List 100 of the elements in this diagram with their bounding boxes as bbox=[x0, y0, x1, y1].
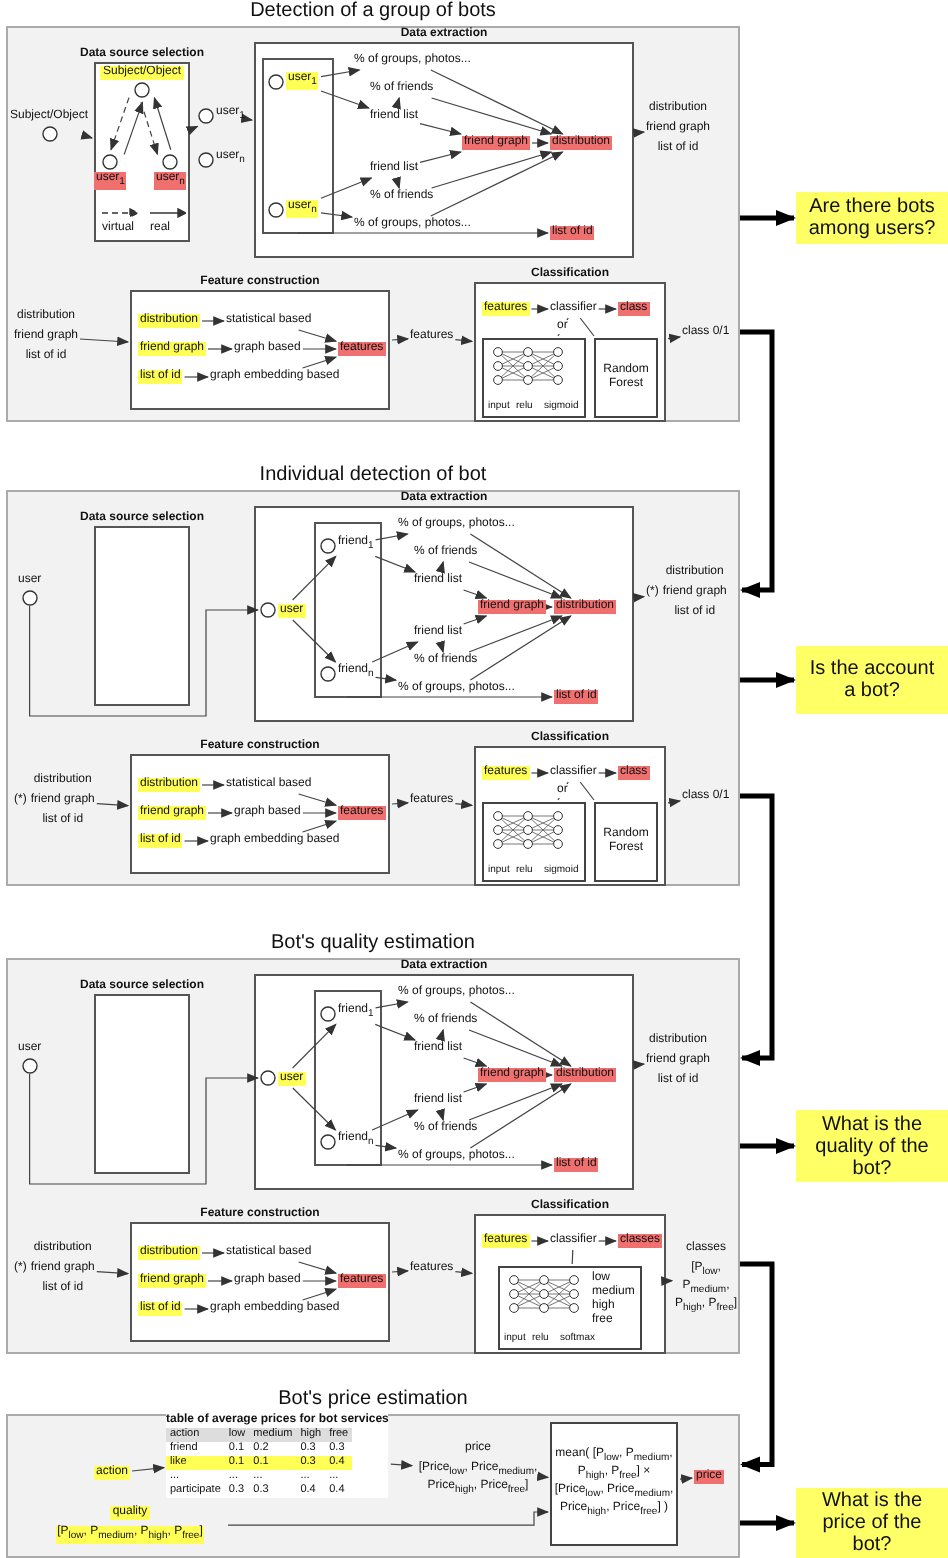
arrow bbox=[468, 561, 563, 599]
arrow bbox=[302, 344, 338, 354]
arrow bbox=[463, 615, 488, 625]
arrow bbox=[302, 1287, 338, 1301]
network-box bbox=[498, 1266, 642, 1350]
arrow bbox=[297, 228, 550, 238]
arrow bbox=[468, 1029, 563, 1067]
question-box: What is the price of the bot? bbox=[796, 1488, 948, 1558]
question-box: Is the account a bot? bbox=[796, 646, 948, 714]
arrow bbox=[320, 210, 354, 221]
arrow bbox=[435, 1108, 445, 1122]
arrow bbox=[667, 333, 682, 344]
arrow bbox=[536, 1471, 550, 1482]
arrow bbox=[463, 1057, 488, 1067]
arrow bbox=[740, 1138, 796, 1154]
arrow bbox=[374, 555, 417, 573]
arrow bbox=[598, 768, 618, 778]
arrow bbox=[207, 344, 234, 354]
arrow bbox=[96, 1268, 130, 1278]
arrow bbox=[207, 1276, 234, 1286]
arrow bbox=[391, 334, 410, 345]
arrow bbox=[435, 1028, 445, 1042]
arrow bbox=[632, 1060, 646, 1070]
arrow bbox=[435, 640, 445, 654]
arrow bbox=[468, 1083, 563, 1121]
arrow bbox=[371, 1109, 419, 1131]
arrow bbox=[201, 316, 226, 326]
empty-box bbox=[314, 522, 382, 698]
arrow bbox=[454, 799, 474, 809]
arrow bbox=[469, 1001, 572, 1067]
arrow bbox=[227, 1507, 550, 1526]
empty-box bbox=[314, 990, 382, 1166]
arrow bbox=[375, 674, 398, 684]
arrow bbox=[302, 808, 338, 818]
arrow bbox=[598, 1236, 618, 1246]
arrow bbox=[598, 304, 618, 314]
arrow bbox=[469, 615, 572, 681]
network-box bbox=[482, 802, 586, 882]
arrow bbox=[153, 96, 172, 151]
arrow bbox=[347, 1160, 554, 1170]
arrow bbox=[419, 123, 462, 136]
arrow bbox=[292, 619, 337, 663]
arrow bbox=[298, 793, 338, 807]
network-box bbox=[482, 338, 586, 418]
connector-line bbox=[579, 317, 595, 337]
arrow bbox=[184, 1304, 210, 1314]
arrow bbox=[431, 97, 553, 136]
arrow bbox=[632, 128, 646, 138]
arrow bbox=[541, 602, 554, 612]
arrow bbox=[740, 793, 775, 1066]
arrow bbox=[463, 589, 488, 599]
arrow bbox=[391, 96, 401, 110]
arrow bbox=[391, 798, 410, 809]
section-title: Bot's quality estimation bbox=[271, 932, 475, 956]
arrow bbox=[740, 672, 796, 688]
arrow bbox=[347, 692, 554, 702]
arrow bbox=[140, 101, 159, 156]
question-box: What is the quality of the bot? bbox=[796, 1110, 948, 1182]
arrow bbox=[80, 130, 94, 140]
arrow bbox=[391, 1266, 410, 1277]
arrow bbox=[740, 329, 775, 598]
arrow bbox=[530, 304, 550, 314]
arrow bbox=[430, 151, 564, 217]
arrow bbox=[375, 1142, 398, 1152]
arrow bbox=[302, 819, 338, 833]
arrow bbox=[740, 1515, 796, 1531]
arrow bbox=[679, 1474, 694, 1484]
arrow bbox=[240, 113, 254, 124]
arrow bbox=[79, 336, 130, 347]
arrow bbox=[530, 768, 550, 778]
arrow bbox=[531, 138, 550, 148]
arrow bbox=[131, 1463, 166, 1474]
arrow bbox=[463, 1083, 488, 1093]
arrow bbox=[740, 1261, 775, 1473]
arrow bbox=[292, 1023, 337, 1069]
arrow bbox=[302, 355, 338, 369]
arrow bbox=[431, 150, 553, 189]
arrow bbox=[298, 329, 338, 343]
arrow bbox=[530, 1236, 550, 1246]
arrow bbox=[391, 176, 401, 190]
arrow bbox=[375, 999, 409, 1009]
arrow bbox=[374, 1023, 417, 1041]
question-box: Are there bots among users? bbox=[796, 192, 948, 244]
arrow bbox=[302, 1276, 338, 1286]
arrow bbox=[185, 125, 199, 136]
arrow bbox=[660, 1276, 674, 1286]
arrow bbox=[201, 780, 226, 790]
empty-box bbox=[262, 58, 334, 234]
arrow bbox=[320, 90, 370, 109]
arrow bbox=[110, 97, 130, 151]
arrow bbox=[207, 808, 234, 818]
arrow bbox=[292, 1087, 337, 1131]
arrow bbox=[320, 67, 361, 78]
arrow bbox=[201, 1248, 226, 1258]
connector-line bbox=[579, 781, 595, 801]
arrow bbox=[740, 210, 796, 226]
arrow bbox=[29, 1073, 260, 1185]
arrow bbox=[184, 372, 210, 382]
arrow bbox=[371, 641, 419, 663]
arrow bbox=[419, 150, 462, 163]
